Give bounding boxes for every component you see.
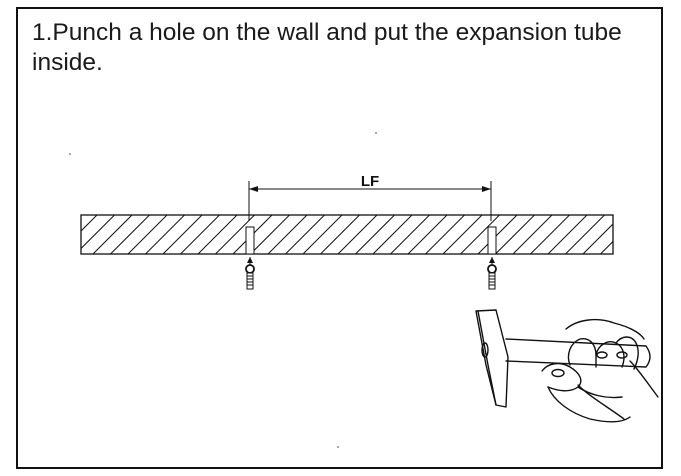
hatch-line <box>407 215 448 254</box>
hatch-line <box>81 215 98 232</box>
hatch-line <box>582 223 613 254</box>
hatch-line <box>337 215 378 254</box>
hatch-line <box>477 215 518 254</box>
hatch-line <box>530 215 570 254</box>
expansion-tube-icon <box>245 257 255 290</box>
print-speck <box>69 153 71 155</box>
hatch-line <box>215 215 255 254</box>
hatch-line <box>600 240 613 254</box>
hatch-line <box>618 215 657 254</box>
hatch-line <box>495 215 535 254</box>
hatch-line <box>92 215 133 254</box>
hatch-line <box>636 215 662 254</box>
hatch-line <box>162 215 203 254</box>
drilled-hole-right <box>487 226 497 255</box>
hatch-line <box>285 215 325 254</box>
dimension-indicator: LF <box>248 173 492 221</box>
dimension-arrow-left <box>249 186 258 192</box>
dimension-arrow-right <box>482 186 491 192</box>
hatch-line <box>565 215 605 254</box>
hatch-line <box>320 215 360 254</box>
wall-section <box>80 214 662 255</box>
hatch-line <box>81 215 115 250</box>
installation-diagram: LF <box>69 132 662 448</box>
hatch-line <box>512 215 553 254</box>
print-speck <box>337 446 339 448</box>
hatch-line <box>145 215 185 254</box>
hatch-line <box>460 215 500 254</box>
dimension-label: LF <box>361 173 379 190</box>
hatch-line <box>547 215 588 254</box>
hatch-line <box>302 215 343 254</box>
hatch-line <box>425 215 465 254</box>
hatch-line <box>653 215 661 254</box>
expansion-tube-icon <box>487 257 497 290</box>
hatch-line <box>110 215 150 254</box>
instruction-panel: 1.Punch a hole on the wall and put the e… <box>16 7 663 469</box>
wall-outline <box>80 214 614 255</box>
hatch-line <box>127 215 168 254</box>
print-speck <box>375 132 377 134</box>
hatch-line <box>250 215 290 254</box>
hammer-in-hand-icon <box>475 309 659 423</box>
hatch-line <box>372 215 413 254</box>
wall-hatching <box>81 215 662 254</box>
hatch-line <box>442 215 483 254</box>
hatch-line <box>180 215 220 254</box>
drilled-hole-left <box>245 226 255 255</box>
hatch-line <box>355 215 395 254</box>
hatch-line <box>197 215 238 254</box>
hatch-line <box>390 215 430 254</box>
step-instruction: 1.Punch a hole on the wall and put the e… <box>32 19 622 76</box>
hatch-line <box>267 215 308 254</box>
